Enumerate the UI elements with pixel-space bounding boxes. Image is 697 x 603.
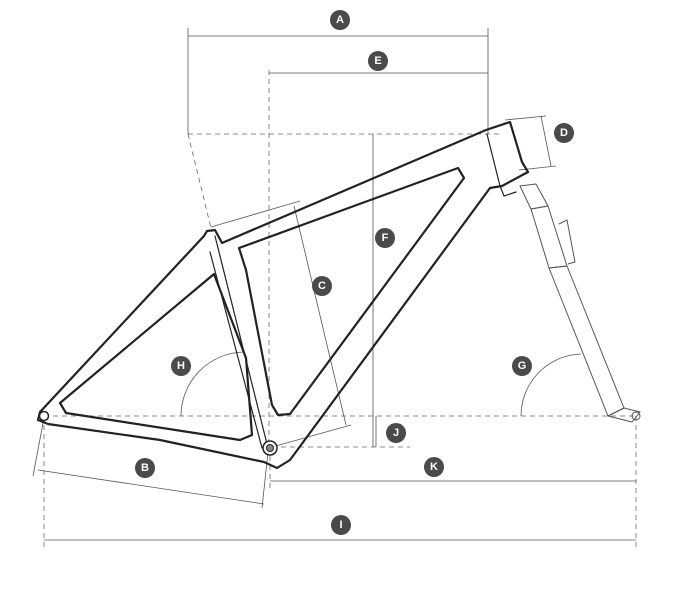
fork-brake-mount	[558, 219, 576, 265]
fork-stanchion	[530, 205, 568, 269]
seat-tube-extension	[187, 133, 213, 233]
badge-j-circle	[386, 423, 406, 443]
badge-d-circle	[554, 123, 574, 143]
head-tube-line	[486, 133, 501, 187]
angle-arcs	[180, 351, 582, 417]
badge-k-circle	[424, 457, 444, 477]
dimension-d-top-tick	[504, 115, 547, 121]
fork-crown	[519, 183, 549, 210]
badge-c-label: C	[318, 280, 326, 292]
badge-f: F	[375, 228, 395, 248]
badge-j: J	[386, 423, 406, 443]
badge-c: C	[312, 276, 332, 296]
badge-d: D	[554, 123, 574, 143]
badge-b-label: B	[141, 462, 149, 474]
front-dropout	[631, 411, 641, 421]
badge-i-circle	[331, 515, 351, 535]
front-triangle-cutout	[237, 166, 466, 417]
badge-f-label: F	[382, 232, 389, 244]
bottom-bracket-core	[266, 444, 274, 452]
dimension-d-line	[540, 115, 552, 167]
bike-frame	[36, 120, 530, 470]
badge-k: K	[424, 457, 444, 477]
fork-lower-leg	[548, 265, 625, 417]
seat-angle-arc	[180, 351, 244, 417]
badge-i-label: I	[339, 519, 342, 531]
dimension-b-left-tick	[32, 417, 45, 477]
reference-lines	[43, 70, 637, 548]
head-angle-arc	[520, 353, 582, 417]
badge-a-label: A	[336, 14, 344, 26]
badge-e-circle	[368, 51, 388, 71]
head-tube-lower-cup	[499, 185, 517, 197]
badge-d-label: D	[560, 127, 568, 139]
dimension-c-bottom-tick	[271, 424, 352, 448]
seat-tube-inner-line	[209, 251, 263, 449]
dimension-lines	[32, 28, 636, 541]
badge-h: H	[171, 356, 191, 376]
rear-dropout	[38, 410, 50, 422]
seat-tube-line	[214, 235, 269, 449]
badge-h-circle	[171, 356, 191, 376]
dimension-c-line	[293, 205, 347, 426]
badge-g-circle	[512, 356, 532, 376]
badge-e-label: E	[374, 55, 381, 67]
badge-k-label: K	[430, 461, 438, 473]
fork-dropout-plate	[607, 407, 641, 423]
badge-c-circle	[312, 276, 332, 296]
badge-j-label: J	[393, 427, 399, 439]
badge-f-circle	[375, 228, 395, 248]
badge-b-circle	[135, 458, 155, 478]
dimension-c-top-tick	[210, 200, 301, 228]
badge-b: B	[135, 458, 155, 478]
badge-i: I	[331, 515, 351, 535]
dimension-b-line	[37, 469, 265, 505]
badge-a-circle	[330, 10, 350, 30]
badge-g-label: G	[518, 360, 527, 372]
frame-outline	[36, 120, 530, 470]
badge-g: G	[512, 356, 532, 376]
dimension-b-right-tick	[261, 451, 269, 509]
badge-h-label: H	[177, 360, 185, 372]
badge-e: E	[368, 51, 388, 71]
badge-a: A	[330, 10, 350, 30]
fork	[519, 183, 641, 423]
rear-triangle-cutout	[58, 272, 254, 442]
